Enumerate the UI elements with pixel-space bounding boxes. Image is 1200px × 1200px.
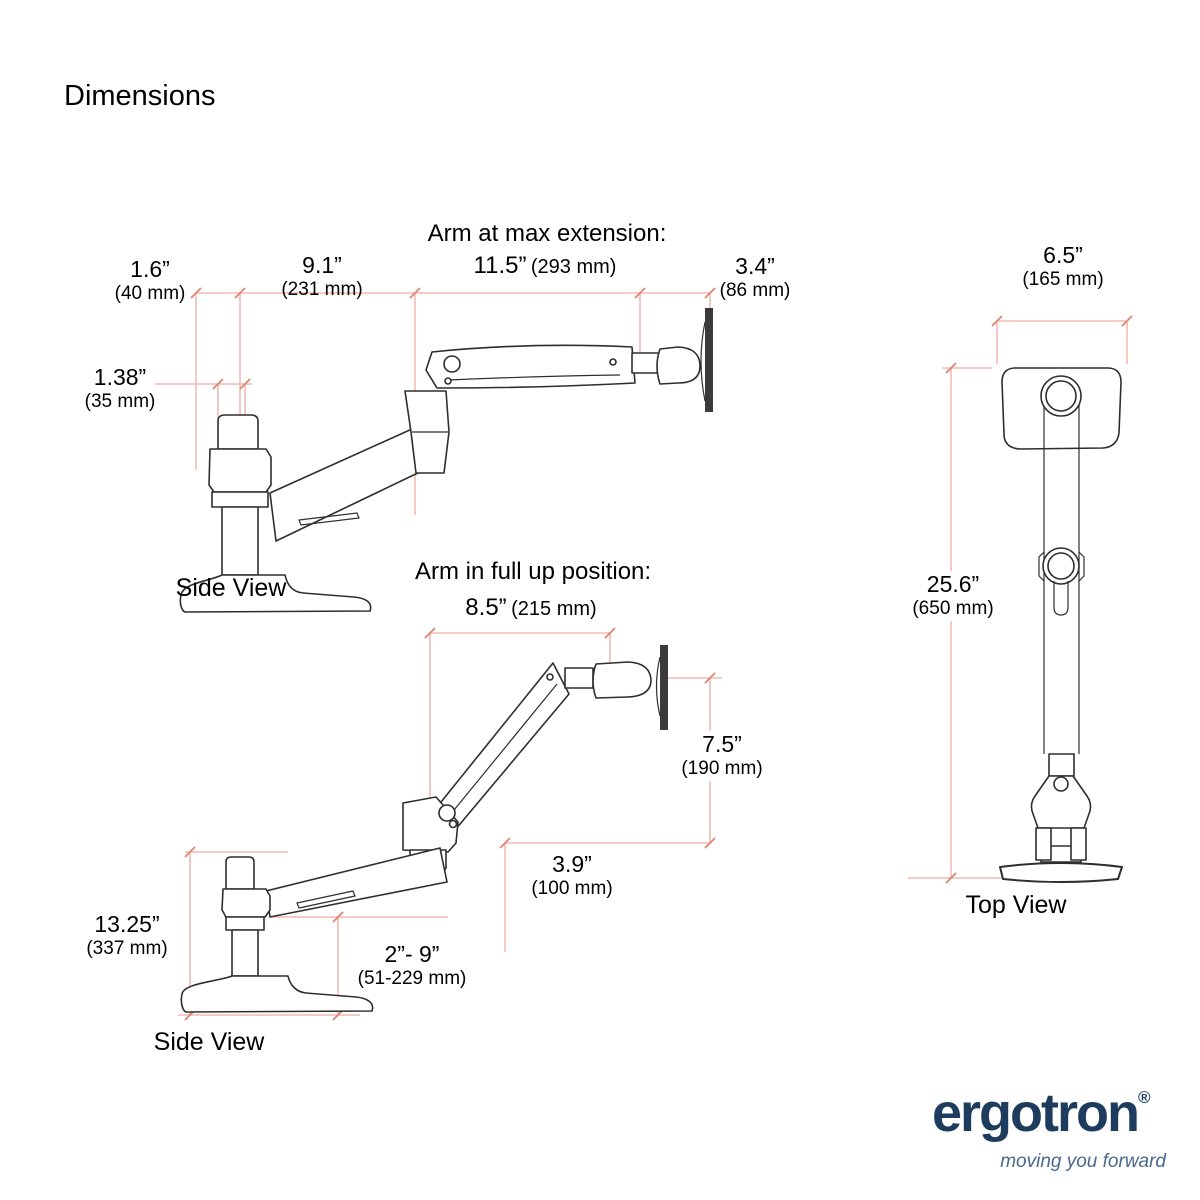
dim-label-lift-range: 2”- 9” (51-229 mm) [357, 941, 467, 990]
arm-drawing [265, 645, 668, 918]
brand-wordmark: ergotron [932, 1083, 1140, 1143]
top-view-caption: Top View [965, 891, 1067, 919]
side-view-full-up-drawing [178, 627, 722, 1021]
dim-label-pole-width: 1.38” (35 mm) [84, 364, 156, 413]
arm-top-drawing [999, 367, 1123, 883]
monitor-plate [660, 645, 668, 730]
registered-mark: ® [1138, 1088, 1151, 1107]
dim-label-forearm: 3.9” (100 mm) [531, 851, 613, 900]
dim-label-lower-arm: 9.1” (231 mm) [281, 252, 363, 301]
pole-and-base-drawing [179, 414, 372, 613]
max-extension-value: 11.5” (293 mm) [473, 252, 617, 279]
full-up-heading: Arm in full up position: [414, 558, 652, 585]
dim-label-topview-width: 6.5” (165 mm) [1022, 242, 1104, 291]
page-title: Dimensions [64, 80, 216, 112]
full-up-value: 8.5” (215 mm) [465, 594, 597, 621]
side-view-max-extension-drawing [155, 287, 716, 613]
dimension-lines [178, 627, 722, 1021]
side-view-caption-1: Side View [175, 574, 287, 602]
dim-label-topview-length: 25.6” (650 mm) [907, 571, 999, 621]
ergotron-logo: ergotron® [932, 1086, 1151, 1140]
arm-drawing [269, 308, 713, 542]
dim-label-drop: 7.5” (190 mm) [676, 731, 768, 781]
dim-label-head-depth: 3.4” (86 mm) [719, 253, 791, 302]
side-view-caption-2: Side View [153, 1028, 265, 1056]
dimension-lines [908, 315, 1133, 884]
top-view-drawing [908, 315, 1133, 884]
pole-and-base-drawing [180, 856, 374, 1013]
max-extension-heading: Arm at max extension: [427, 220, 667, 247]
dim-label-pole-height: 13.25” (337 mm) [86, 911, 168, 960]
dim-label-pole-offset: 1.6” (40 mm) [114, 256, 186, 305]
monitor-plate [705, 308, 713, 412]
logo-tagline: moving you forward [1000, 1151, 1166, 1172]
